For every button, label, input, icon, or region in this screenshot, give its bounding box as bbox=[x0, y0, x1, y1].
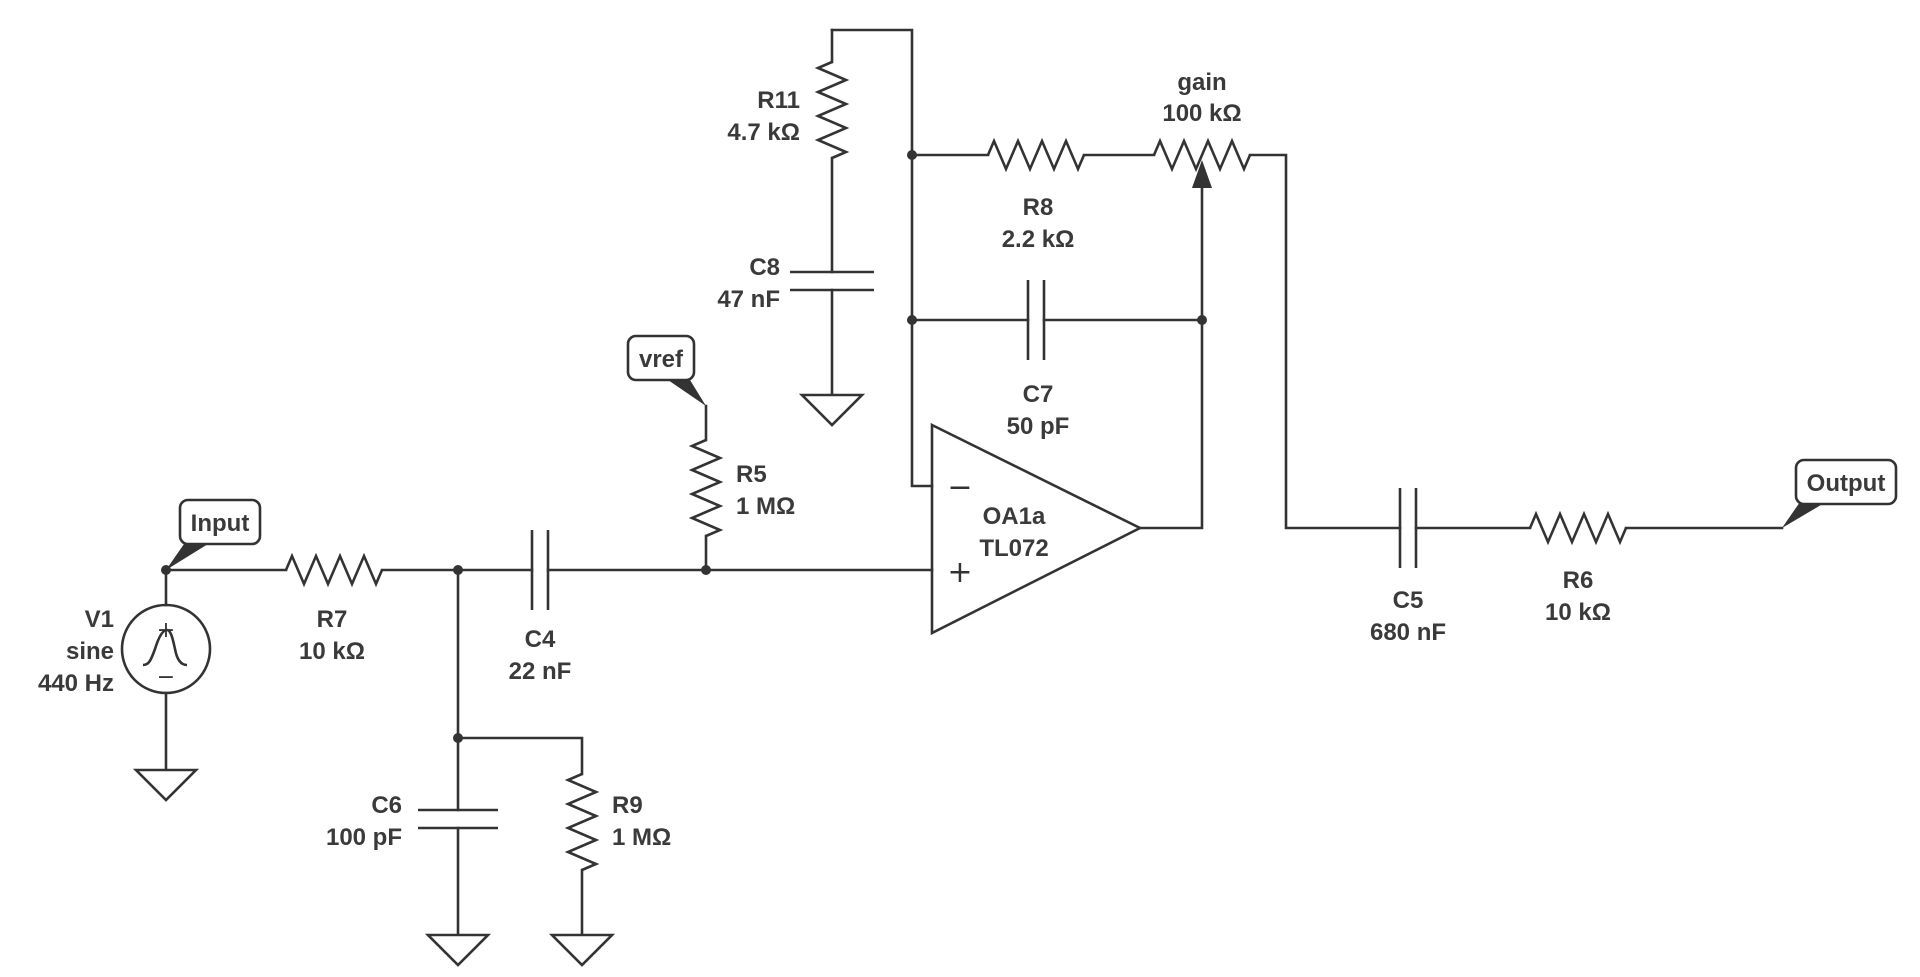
v1-plus-sign: + bbox=[157, 618, 175, 643]
r7-ref-label: R7 bbox=[317, 606, 348, 633]
gain-ref-label: gain bbox=[1177, 69, 1226, 96]
wire-out-wiper bbox=[1138, 182, 1204, 530]
oa1a-value-label: TL072 bbox=[979, 535, 1048, 562]
r8-resistor bbox=[986, 137, 1086, 173]
oa1a-ref-label: OA1a bbox=[983, 503, 1046, 530]
v1-minus-sign: − bbox=[157, 665, 175, 690]
opamp-plus-sign: + bbox=[947, 555, 972, 590]
junction-dot bbox=[907, 150, 917, 160]
wire-node-r9 bbox=[456, 736, 584, 776]
c5-capacitor bbox=[1398, 488, 1418, 568]
junction-dot bbox=[453, 733, 463, 743]
ground-symbol bbox=[424, 933, 492, 967]
vref-net-flag: vref bbox=[626, 334, 706, 406]
ground-symbol bbox=[798, 393, 866, 427]
ground-symbol bbox=[132, 768, 200, 802]
c8-value-label: 47 nF bbox=[717, 286, 780, 313]
junctions bbox=[161, 150, 1207, 743]
c5-ref-label: C5 bbox=[1393, 587, 1424, 614]
junction-dot bbox=[453, 565, 463, 575]
v1-value-label: 440 Hz bbox=[38, 670, 114, 697]
c4-value-label: 22 nF bbox=[509, 658, 572, 685]
r5-resistor bbox=[688, 438, 724, 538]
output-flag-label: Output bbox=[1807, 470, 1886, 497]
gain-potentiometer bbox=[1152, 137, 1252, 188]
sine-wave-icon bbox=[142, 628, 188, 667]
c7-ref-label: C7 bbox=[1023, 381, 1054, 408]
r7-resistor bbox=[284, 552, 384, 588]
c7-value-label: 50 pF bbox=[1007, 413, 1070, 440]
wires bbox=[164, 28, 1784, 937]
ground-symbol bbox=[548, 933, 616, 967]
junction-dot bbox=[701, 565, 711, 575]
r6-ref-label: R6 bbox=[1563, 567, 1594, 594]
r7-value-label: 10 kΩ bbox=[299, 638, 365, 665]
r9-ref-label: R9 bbox=[612, 792, 643, 819]
r11-ref-label: R11 bbox=[757, 87, 800, 114]
r5-value-label: 1 MΩ bbox=[736, 493, 795, 520]
opamp-oa1a: − + bbox=[930, 422, 1143, 636]
v1-ref-label: V1 bbox=[85, 606, 114, 633]
r11-resistor bbox=[814, 60, 850, 160]
c4-capacitor bbox=[530, 530, 550, 610]
opamp-triangle bbox=[930, 422, 1143, 636]
c6-ref-label: C6 bbox=[371, 792, 402, 819]
r11-value-label: 4.7 kΩ bbox=[727, 119, 800, 146]
v1-body bbox=[120, 603, 212, 695]
r9-value-label: 1 MΩ bbox=[612, 824, 671, 851]
r8-value-label: 2.2 kΩ bbox=[1002, 226, 1075, 253]
r9-resistor bbox=[564, 772, 600, 872]
c5-value-label: 680 nF bbox=[1370, 619, 1446, 646]
input-flag-label: Input bbox=[191, 510, 250, 537]
junction-dot bbox=[1197, 315, 1207, 325]
opamp-minus-sign: − bbox=[947, 470, 972, 505]
c6-value-label: 100 pF bbox=[326, 824, 402, 851]
output-net-flag: Output bbox=[1782, 458, 1898, 528]
v1-sine-source: + − bbox=[120, 603, 212, 695]
r5-ref-label: R5 bbox=[736, 461, 767, 488]
v1-type-label: sine bbox=[66, 638, 114, 665]
r8-ref-label: R8 bbox=[1023, 194, 1054, 221]
wire-feedback-minus bbox=[830, 28, 934, 488]
c8-ref-label: C8 bbox=[749, 254, 780, 281]
c6-capacitor bbox=[418, 808, 498, 830]
c4-ref-label: C4 bbox=[525, 626, 556, 653]
c8-capacitor bbox=[790, 270, 874, 292]
wire-gain-c5 bbox=[1248, 153, 1402, 530]
c7-capacitor bbox=[1026, 280, 1046, 360]
r6-value-label: 10 kΩ bbox=[1545, 599, 1611, 626]
input-net-flag: Input bbox=[166, 498, 262, 570]
vref-flag-label: vref bbox=[639, 346, 684, 373]
grounds bbox=[132, 393, 866, 967]
gain-value-label: 100 kΩ bbox=[1162, 100, 1241, 127]
wiper-arrow-icon bbox=[1192, 160, 1212, 188]
r6-resistor bbox=[1528, 510, 1628, 546]
junction-dot bbox=[907, 315, 917, 325]
